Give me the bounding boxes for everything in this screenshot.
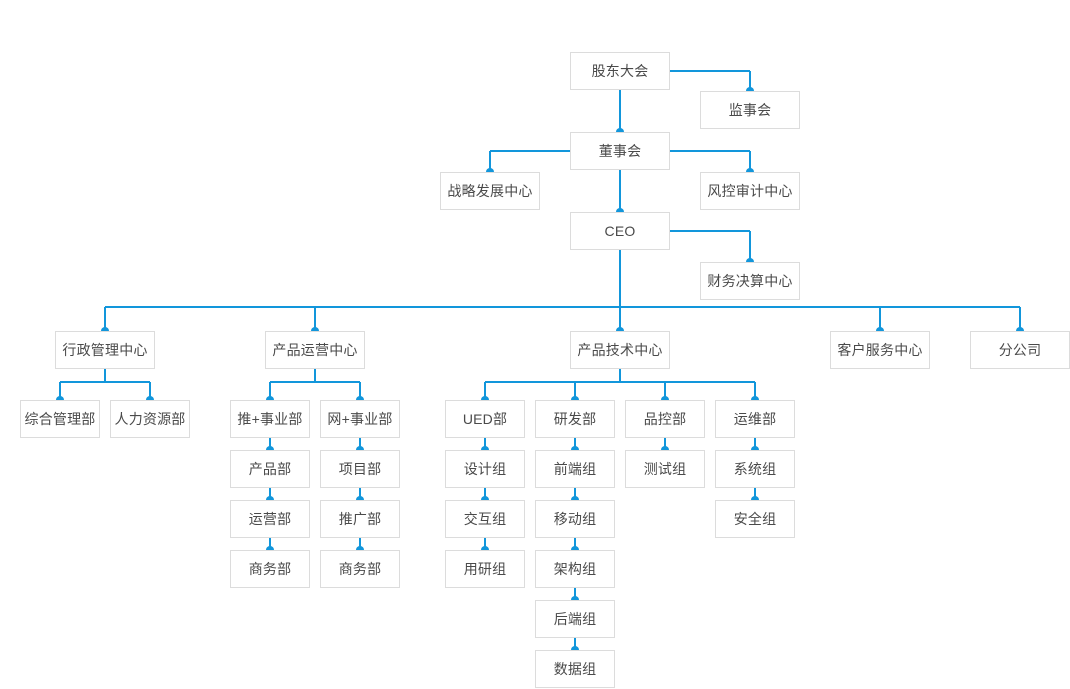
org-node-label: 运营部 [248, 510, 292, 527]
org-node[interactable]: 推广部 [320, 500, 400, 538]
org-node-label: 股东大会 [591, 62, 649, 79]
org-node-label: 测试组 [643, 460, 687, 477]
org-node-label: 运维部 [733, 410, 777, 427]
org-node[interactable]: 综合管理部 [20, 400, 100, 438]
org-node[interactable]: 项目部 [320, 450, 400, 488]
org-node[interactable]: 系统组 [715, 450, 795, 488]
org-node-label: 交互组 [463, 510, 507, 527]
org-node-label: 用研组 [463, 560, 507, 577]
org-node[interactable]: 用研组 [445, 550, 525, 588]
org-node[interactable]: 推+事业部 [230, 400, 310, 438]
org-node-label: UED部 [462, 410, 508, 427]
org-node-label: 项目部 [338, 460, 382, 477]
org-node-label: 客户服务中心 [837, 341, 923, 358]
org-node-label: 商务部 [338, 560, 382, 577]
org-node[interactable]: 股东大会 [570, 52, 670, 90]
org-node[interactable]: 安全组 [715, 500, 795, 538]
org-node-label: 前端组 [553, 460, 597, 477]
org-node-label: 安全组 [733, 510, 777, 527]
org-node[interactable]: 商务部 [320, 550, 400, 588]
org-node[interactable]: 产品部 [230, 450, 310, 488]
org-node-label: 品控部 [643, 410, 687, 427]
org-node[interactable]: 数据组 [535, 650, 615, 688]
org-node[interactable]: 产品技术中心 [570, 331, 670, 369]
org-node-label: CEO [604, 222, 636, 239]
org-node[interactable]: CEO [570, 212, 670, 250]
org-node[interactable]: 人力资源部 [110, 400, 190, 438]
org-node-label: 战略发展中心 [447, 182, 533, 199]
org-node[interactable]: 架构组 [535, 550, 615, 588]
org-node-label: 研发部 [553, 410, 597, 427]
org-node-label: 系统组 [733, 460, 777, 477]
org-node[interactable]: 测试组 [625, 450, 705, 488]
org-node-label: 人力资源部 [114, 410, 186, 427]
org-node-label: 监事会 [728, 101, 772, 118]
org-node-label: 移动组 [553, 510, 597, 527]
org-node[interactable]: 商务部 [230, 550, 310, 588]
org-node-label: 推广部 [338, 510, 382, 527]
org-node-label: 数据组 [553, 660, 597, 677]
org-node[interactable]: 交互组 [445, 500, 525, 538]
org-node[interactable]: 董事会 [570, 132, 670, 170]
org-node[interactable]: 网+事业部 [320, 400, 400, 438]
org-node[interactable]: 财务决算中心 [700, 262, 800, 300]
org-node[interactable]: 产品运营中心 [265, 331, 365, 369]
org-node-label: 董事会 [598, 142, 642, 159]
org-node[interactable]: UED部 [445, 400, 525, 438]
org-node[interactable]: 移动组 [535, 500, 615, 538]
org-node-label: 综合管理部 [24, 410, 96, 427]
org-node[interactable]: 品控部 [625, 400, 705, 438]
org-node-label: 产品技术中心 [577, 341, 663, 358]
org-node[interactable]: 监事会 [700, 91, 800, 129]
org-node-label: 推+事业部 [237, 410, 303, 427]
org-node[interactable]: 前端组 [535, 450, 615, 488]
org-node-label: 产品运营中心 [272, 341, 358, 358]
org-node-label: 财务决算中心 [707, 272, 793, 289]
org-node-label: 设计组 [463, 460, 507, 477]
org-node[interactable]: 设计组 [445, 450, 525, 488]
org-node-label: 行政管理中心 [62, 341, 148, 358]
org-node-label: 分公司 [998, 341, 1042, 358]
org-node[interactable]: 客户服务中心 [830, 331, 930, 369]
org-node[interactable]: 分公司 [970, 331, 1070, 369]
org-node-label: 后端组 [553, 610, 597, 627]
org-node[interactable]: 风控审计中心 [700, 172, 800, 210]
org-node-label: 风控审计中心 [707, 182, 793, 199]
org-node[interactable]: 后端组 [535, 600, 615, 638]
org-node[interactable]: 研发部 [535, 400, 615, 438]
org-node[interactable]: 战略发展中心 [440, 172, 540, 210]
org-node-label: 产品部 [248, 460, 292, 477]
org-node[interactable]: 运营部 [230, 500, 310, 538]
org-node[interactable]: 行政管理中心 [55, 331, 155, 369]
org-node-label: 网+事业部 [327, 410, 393, 427]
org-node-label: 商务部 [248, 560, 292, 577]
org-node[interactable]: 运维部 [715, 400, 795, 438]
org-node-label: 架构组 [553, 560, 597, 577]
